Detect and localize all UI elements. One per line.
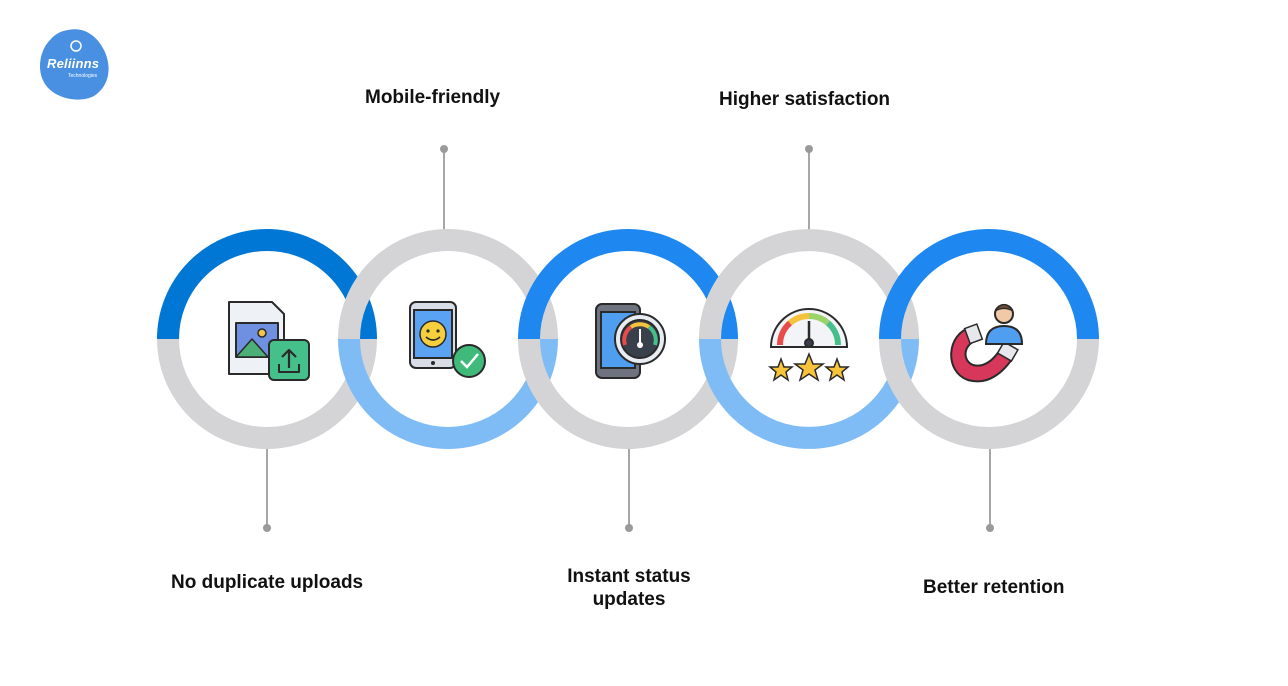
ring-better-retention <box>879 229 1099 449</box>
magnet-user-icon <box>950 303 1024 383</box>
feature-label-instant-status-updates: Instant status updates <box>567 566 691 610</box>
brand-logo: Reliinns Technologies <box>38 28 112 100</box>
connector-lines <box>263 145 994 532</box>
feature-label-no-duplicate-uploads: No duplicate uploads <box>171 572 364 593</box>
logo-text: Reliinns <box>47 56 100 71</box>
feature-label-higher-satisfaction: Higher satisfaction <box>719 89 891 110</box>
feature-label-mobile-friendly: Mobile-friendly <box>365 87 501 108</box>
feature-label-better-retention: Better retention <box>923 577 1065 598</box>
logo-blob-icon <box>39 29 109 100</box>
phone-speedometer-icon <box>595 303 666 379</box>
gauge-stars-icon <box>767 308 851 382</box>
file-upload-icon <box>228 301 310 381</box>
logo-subtext: Technologies <box>68 73 98 79</box>
smartphone-smile-icon <box>409 301 486 378</box>
